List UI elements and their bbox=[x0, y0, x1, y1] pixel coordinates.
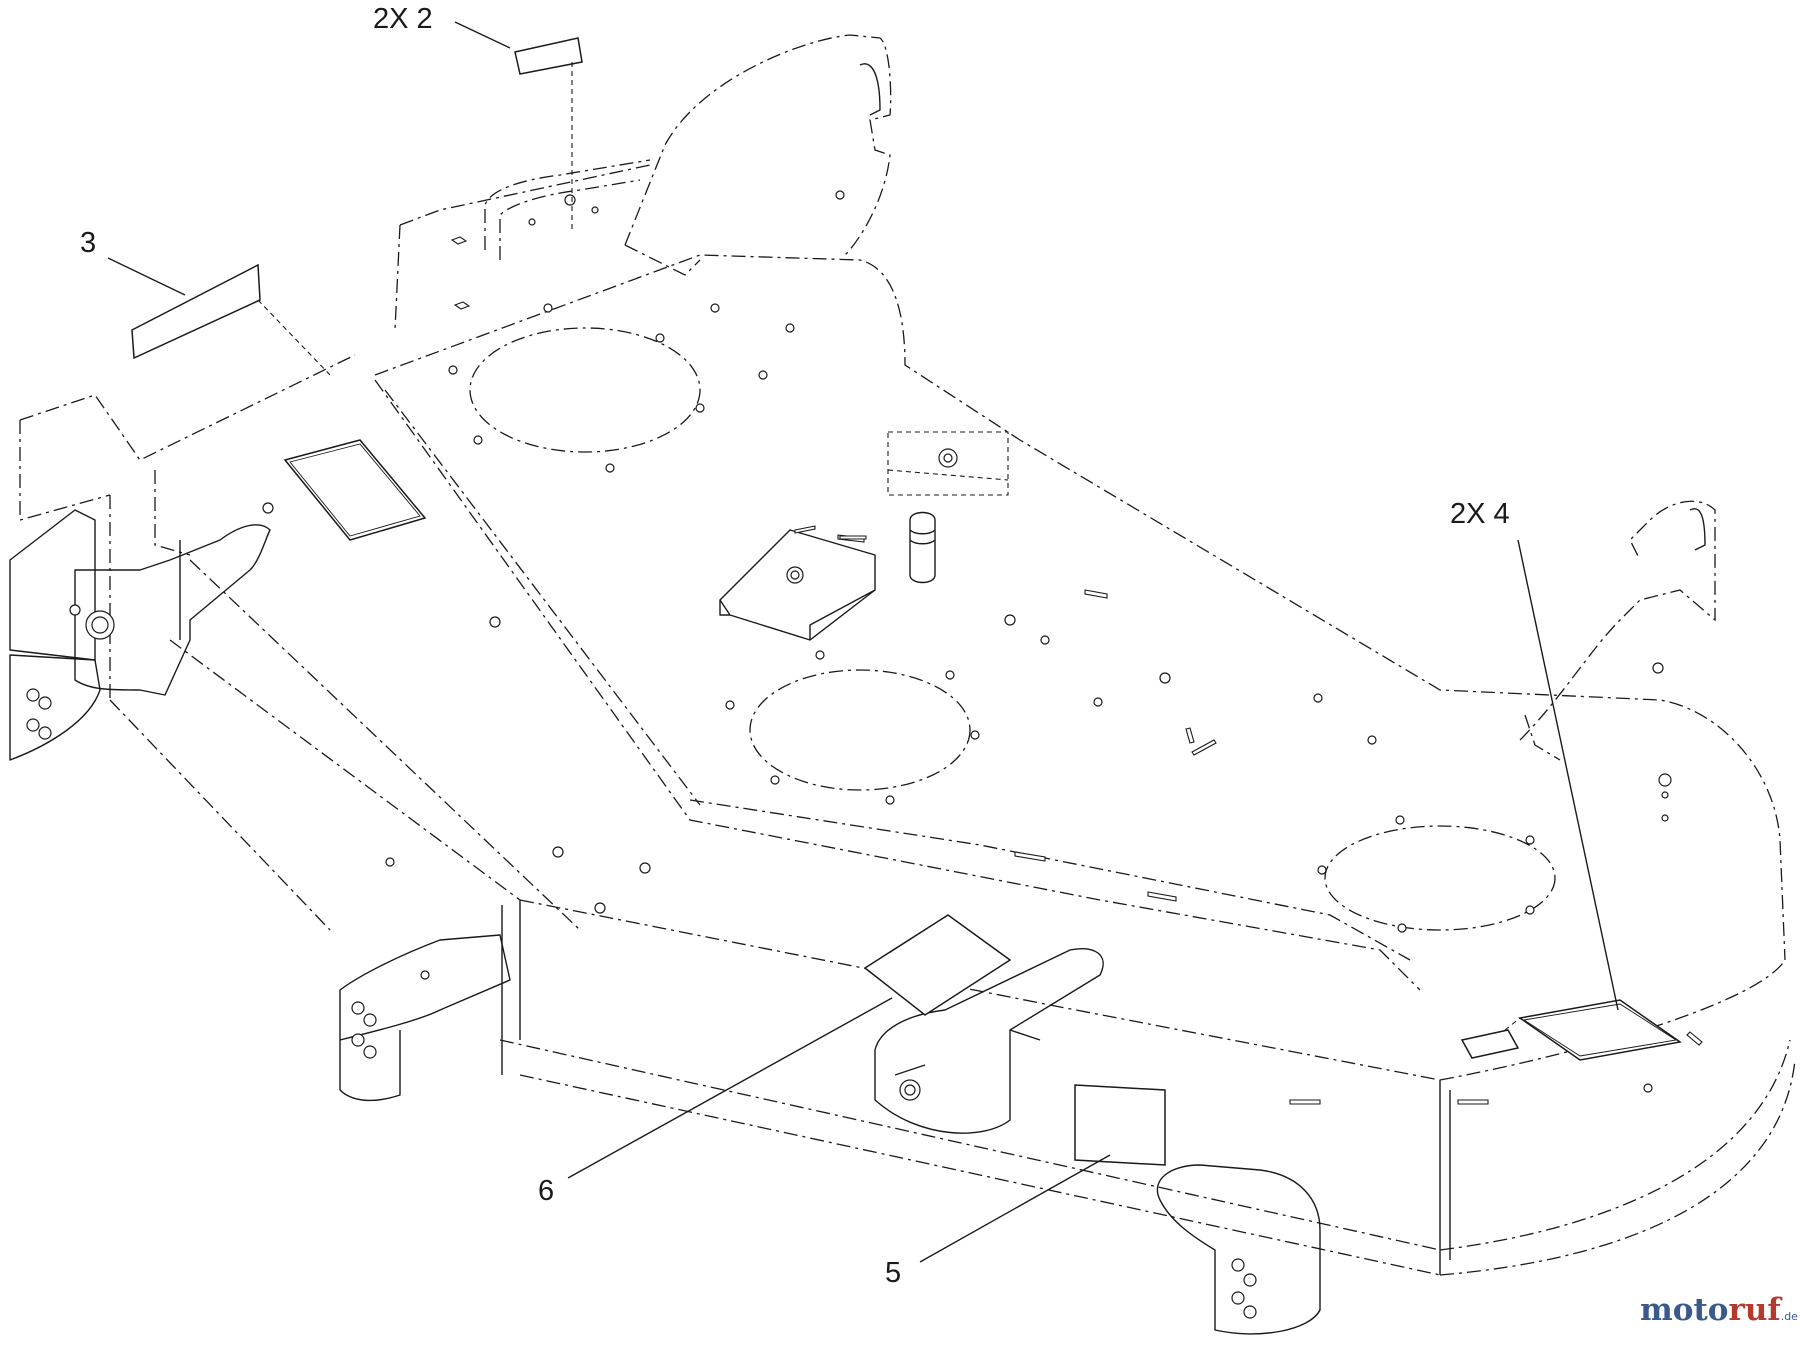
rear-mount-bracket bbox=[394, 34, 892, 331]
watermark-suffix: .de bbox=[1781, 1310, 1798, 1323]
decal-5-shape bbox=[1074, 1084, 1166, 1166]
leader-3 bbox=[107, 257, 186, 296]
callout-decal-6: 6 bbox=[538, 1175, 554, 1207]
decal-4b-shape bbox=[1460, 1029, 1520, 1059]
decal-6-shape bbox=[863, 914, 1012, 1016]
deck-holes bbox=[262, 502, 1703, 1105]
idler-assembly bbox=[719, 431, 1009, 641]
front-right-foot bbox=[1156, 1164, 1321, 1335]
leader-2 bbox=[454, 21, 511, 49]
leader-6 bbox=[567, 997, 893, 1179]
decal-shapes bbox=[131, 37, 1682, 1166]
decal-left-deck-shape bbox=[283, 439, 427, 541]
watermark-part1: moto bbox=[1640, 1292, 1728, 1328]
right-mount-bracket bbox=[1519, 500, 1716, 822]
leader-lines bbox=[107, 21, 1619, 1263]
callout-decal-2: 2X 2 bbox=[373, 3, 433, 35]
front-pivot-arm bbox=[874, 948, 1104, 1134]
left-pivot-arm bbox=[9, 509, 271, 761]
watermark-logo: motoruf.de bbox=[1640, 1292, 1798, 1328]
leader-4 bbox=[1517, 539, 1619, 1011]
decal-2-shape bbox=[514, 37, 583, 75]
decal-3-shape bbox=[131, 263, 261, 360]
phantom-lines bbox=[257, 62, 1521, 1031]
blade-openings bbox=[448, 303, 1556, 933]
callout-decal-4: 2X 4 bbox=[1450, 498, 1510, 530]
callout-decal-3: 3 bbox=[80, 227, 96, 259]
decal-4-shape bbox=[1518, 999, 1682, 1061]
watermark-part2: ruf bbox=[1728, 1292, 1782, 1328]
watermark: motoruf.de bbox=[1640, 1292, 1798, 1328]
front-left-foot bbox=[339, 934, 511, 1102]
callout-decal-5: 5 bbox=[885, 1257, 901, 1289]
leader-5 bbox=[919, 1154, 1111, 1263]
deck-shell bbox=[19, 254, 1796, 1276]
